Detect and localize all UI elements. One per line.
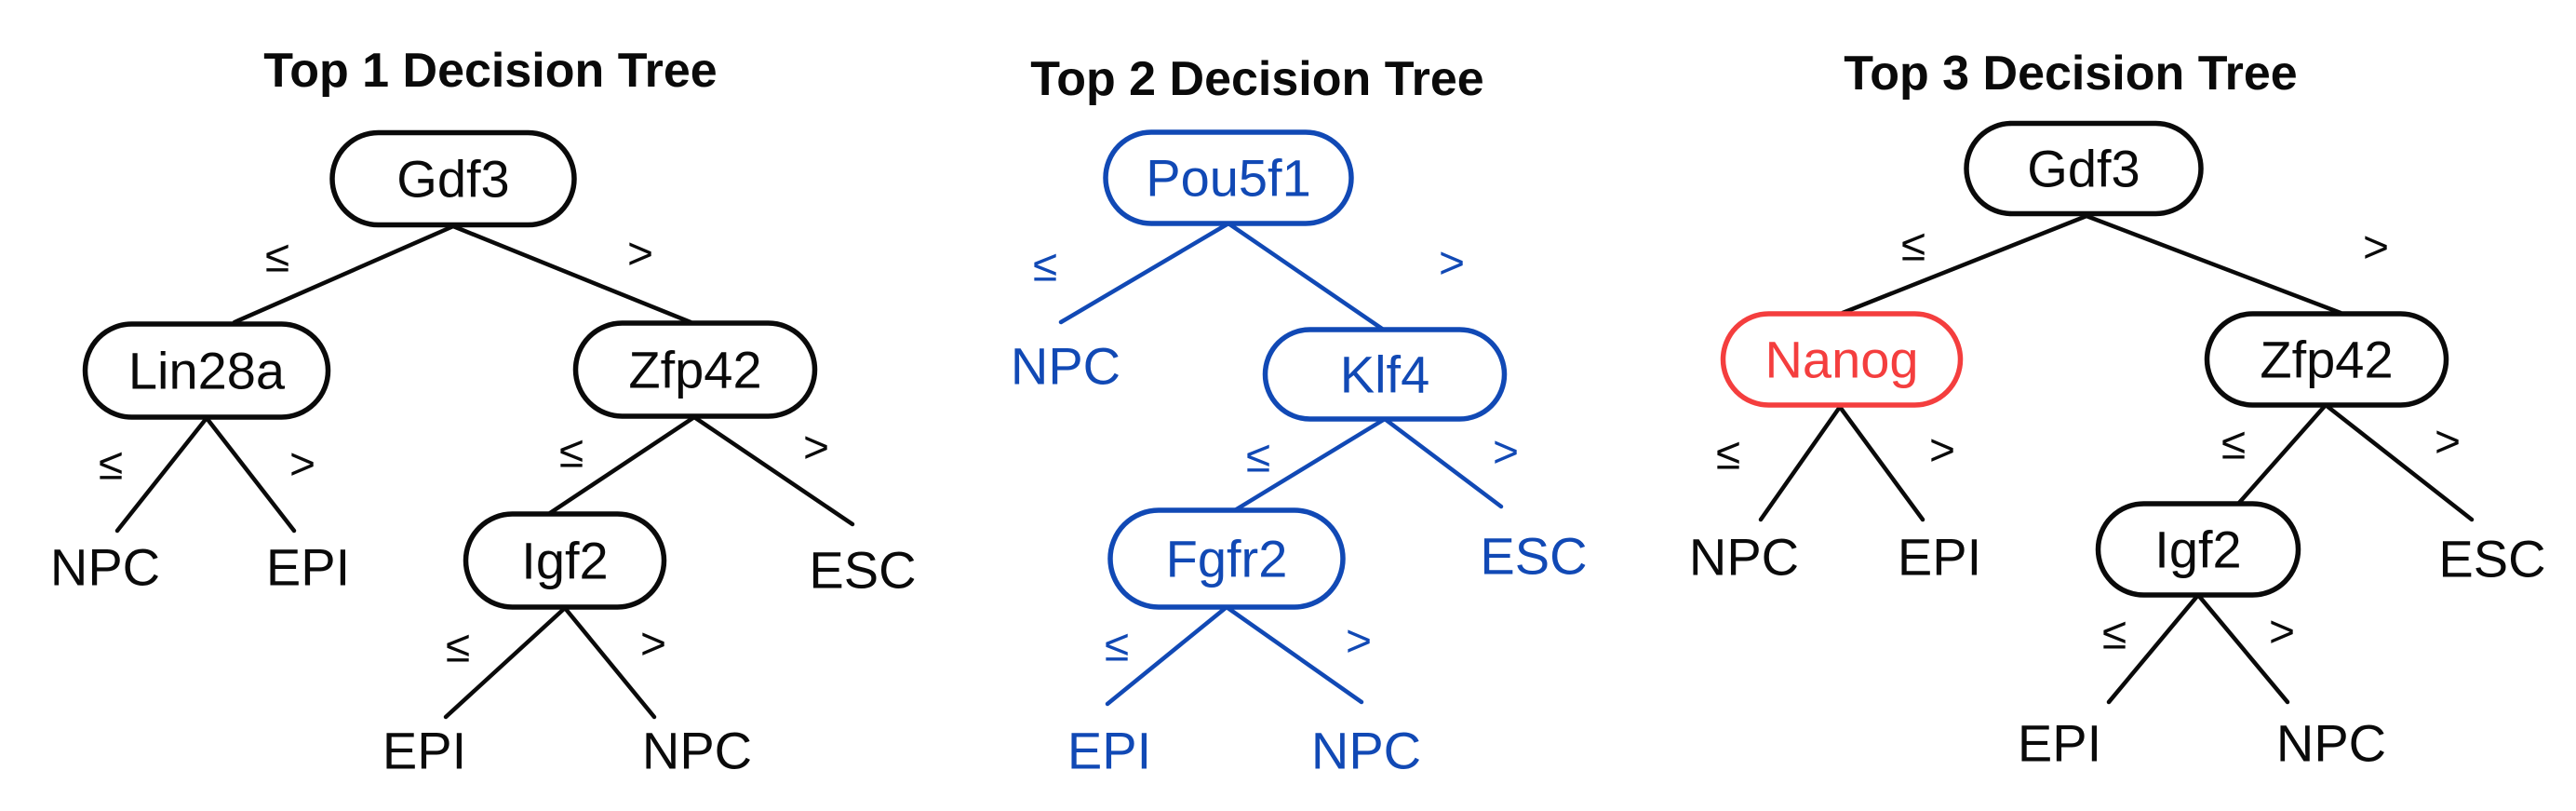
- tree-3-node-zfp42-box: [2204, 311, 2449, 408]
- tree-2-edge-label-3-less-equal: ≤: [1246, 433, 1270, 482]
- tree-1-edge-label-7-less-equal: ≤: [446, 623, 470, 672]
- tree-2-leaf-npc-1: NPC: [1011, 337, 1120, 396]
- tree-2-edge-label-6-greater: >: [1346, 617, 1372, 667]
- tree-3-title: Top 3 Decision Tree: [1844, 47, 2298, 101]
- tree-2-node-fgfr2-box: [1107, 507, 1346, 610]
- tree-1-edge-5: [547, 414, 697, 516]
- tree-3-edge-label-4-greater: >: [1929, 426, 1955, 476]
- tree-1-node-gdf3-label: Gdf3: [396, 150, 509, 209]
- tree-2-leaf-epi-3: EPI: [1067, 722, 1151, 780]
- tree-2-node-klf4-box: [1262, 327, 1508, 422]
- tree-1-edge-4: [204, 415, 297, 534]
- tree-2-node-klf4-label: Klf4: [1340, 345, 1430, 404]
- tree-1-node-igf2-box: [463, 511, 667, 610]
- tree-3-edge-7: [2106, 592, 2201, 705]
- tree-1-node-lin28a-label: Lin28a: [128, 342, 286, 400]
- tree-1-node-lin28a-box: [82, 321, 331, 420]
- tree-3-edge-6: [2323, 402, 2475, 522]
- tree-2-node-pou5f1-label: Pou5f1: [1146, 149, 1311, 208]
- tree-1-edge-1: [232, 223, 456, 325]
- tree-3-edge-8: [2195, 592, 2290, 705]
- tree-1-node-gdf3-box: [329, 129, 577, 228]
- tree-3-edge-5: [2236, 402, 2328, 506]
- tree-1-edge-6: [691, 414, 855, 527]
- tree-3-node-igf2-label: Igf2: [2154, 520, 2241, 579]
- tree-2-title: Top 2 Decision Tree: [1030, 52, 1484, 106]
- tree-1-title: Top 1 Decision Tree: [263, 44, 718, 98]
- tree-3-edge-4: [1837, 404, 1925, 522]
- tree-3-edge-label-3-less-equal: ≤: [1716, 430, 1740, 480]
- tree-1-node-igf2-label: Igf2: [521, 532, 608, 590]
- tree-3-leaf-epi-2: EPI: [1898, 528, 1981, 587]
- tree-1-edge-3: [114, 415, 209, 534]
- tree-2-edge-2: [1226, 221, 1385, 331]
- tree-3-node-igf2-box: [2095, 501, 2301, 598]
- tree-2-edge-label-4-greater: >: [1493, 428, 1519, 478]
- tree-3-edge-label-2-greater: >: [2363, 223, 2389, 273]
- tree-1-leaf-epi-2: EPI: [266, 538, 350, 597]
- tree-1-edge-label-6-greater: >: [803, 424, 829, 473]
- tree-2-edge-3: [1228, 416, 1388, 516]
- tree-3-leaf-npc-5: NPC: [2276, 714, 2386, 773]
- tree-3-edge-label-5-less-equal: ≤: [2221, 420, 2246, 469]
- tree-1-edge-label-1-less-equal: ≤: [265, 233, 289, 282]
- tree-3-edge-1: [1840, 213, 2089, 316]
- tree-3-node-gdf3-label: Gdf3: [2027, 140, 2140, 198]
- tree-3-leaf-esc-3: ESC: [2438, 530, 2545, 588]
- tree-1-edge-2: [450, 223, 693, 325]
- tree-2-edge-6: [1224, 604, 1364, 705]
- tree-2-edge-5: [1105, 604, 1229, 707]
- tree-2-leaf-npc-4: NPC: [1311, 722, 1421, 780]
- tree-3-edge-2: [2084, 213, 2343, 316]
- tree-1-node-zfp42-box: [572, 320, 818, 419]
- tree-1-edge-label-8-greater: >: [640, 620, 666, 669]
- tree-2-edge-label-1-less-equal: ≤: [1033, 242, 1057, 291]
- tree-3-edge-label-6-greater: >: [2435, 418, 2461, 467]
- tree-2-node-pou5f1-box: [1103, 129, 1354, 226]
- tree-1-edge-label-3-less-equal: ≤: [99, 440, 123, 490]
- tree-1-edge-7: [443, 605, 568, 720]
- tree-1-leaf-npc-1: NPC: [50, 538, 160, 597]
- tree-1-edge-label-2-greater: >: [627, 230, 653, 279]
- tree-3-node-nanog-box: [1720, 311, 1964, 408]
- tree-3-leaf-npc-1: NPC: [1689, 528, 1799, 587]
- tree-1-edge-8: [562, 605, 657, 720]
- tree-1-leaf-esc-3: ESC: [809, 541, 916, 600]
- tree-2-node-fgfr2-label: Fgfr2: [1166, 530, 1288, 588]
- tree-1-leaf-npc-5: NPC: [642, 722, 752, 780]
- tree-3-node-nanog-label: Nanog: [1764, 331, 1918, 389]
- tree-3-edge-3: [1758, 404, 1843, 522]
- tree-1-edge-label-5-less-equal: ≤: [559, 428, 584, 478]
- tree-2-leaf-esc-2: ESC: [1480, 527, 1587, 586]
- tree-3-node-gdf3-box: [1964, 120, 2204, 217]
- tree-1-leaf-epi-4: EPI: [382, 722, 466, 780]
- tree-3-edge-label-1-less-equal: ≤: [1901, 222, 1925, 271]
- tree-3-edge-label-7-less-equal: ≤: [2102, 610, 2127, 659]
- tree-3-leaf-epi-4: EPI: [2018, 714, 2101, 773]
- tree-2-edge-4: [1382, 416, 1504, 509]
- tree-3-node-zfp42-label: Zfp42: [2260, 331, 2393, 389]
- tree-1-node-zfp42-label: Zfp42: [628, 341, 761, 399]
- tree-2-edge-label-5-less-equal: ≤: [1105, 622, 1129, 671]
- tree-3-edge-label-8-greater: >: [2269, 608, 2295, 657]
- tree-2-edge-1: [1058, 221, 1231, 325]
- tree-2-edge-label-2-greater: >: [1439, 239, 1465, 289]
- tree-1-edge-label-4-greater: >: [289, 440, 315, 490]
